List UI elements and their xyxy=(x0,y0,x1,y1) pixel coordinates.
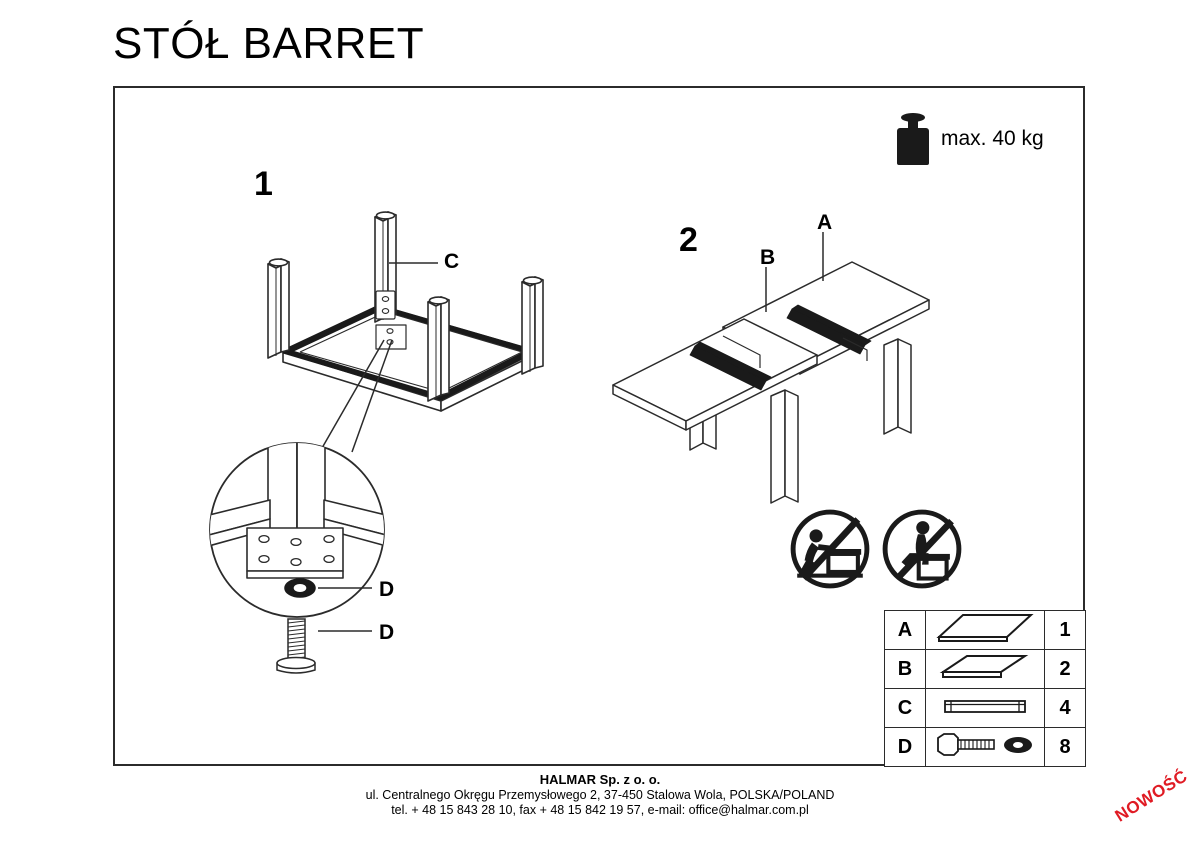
weight-icon xyxy=(895,113,931,165)
footer-address: ul. Centralnego Okręgu Przemysłowego 2, … xyxy=(365,787,835,802)
table-top-panel-icon xyxy=(936,613,1034,642)
page-title: STÓŁ BARRET xyxy=(113,19,425,68)
part-qty-c: 4 xyxy=(1044,688,1086,728)
part-icon-b xyxy=(925,649,1045,689)
part-icon-d xyxy=(925,727,1045,767)
max-load-indicator: max. 40 kg xyxy=(895,113,1044,165)
step-2-number: 2 xyxy=(679,221,698,259)
table-row: A 1 xyxy=(884,610,1086,650)
part-code-c: C xyxy=(884,688,926,728)
bolt-and-washer-icon xyxy=(937,732,1032,756)
nowosc-badge: NOWOŚĆ xyxy=(1112,766,1200,840)
extension-leaf-panel-icon xyxy=(939,654,1029,678)
footer-contact: tel. + 48 15 843 28 10, fax + 48 15 842 … xyxy=(391,803,809,817)
table-row: D 8 xyxy=(884,727,1086,767)
part-code-d: D xyxy=(884,727,926,767)
callout-label-d-bolt: D xyxy=(379,621,395,644)
table-row: C 4 xyxy=(884,688,1086,728)
step-1-number: 1 xyxy=(254,165,273,203)
no-leaning-on-table-icon xyxy=(790,509,870,589)
callout-label-b: B xyxy=(760,246,776,269)
footer-company: HALMAR Sp. z o. o. xyxy=(539,772,661,787)
part-code-a: A xyxy=(884,610,926,650)
part-icon-c xyxy=(925,688,1045,728)
part-qty-b: 2 xyxy=(1044,649,1086,689)
part-qty-a: 1 xyxy=(1044,610,1086,650)
part-code-b: B xyxy=(884,649,926,689)
no-standing-on-table-icon xyxy=(882,509,962,589)
callout-label-a: A xyxy=(817,211,833,234)
part-icon-a xyxy=(925,610,1045,650)
callout-label-c: C xyxy=(444,250,460,273)
callout-label-d-washer: D xyxy=(379,578,395,601)
max-load-label: max. 40 kg xyxy=(941,127,1044,150)
parts-table: A 1 B 2 C xyxy=(884,610,1086,767)
table-leg-icon xyxy=(944,699,1026,713)
footer: HALMAR Sp. z o. o. ul. Centralnego Okręg… xyxy=(0,772,1200,819)
part-qty-d: 8 xyxy=(1044,727,1086,767)
table-row: B 2 xyxy=(884,649,1086,689)
warning-icons-group xyxy=(789,508,963,590)
